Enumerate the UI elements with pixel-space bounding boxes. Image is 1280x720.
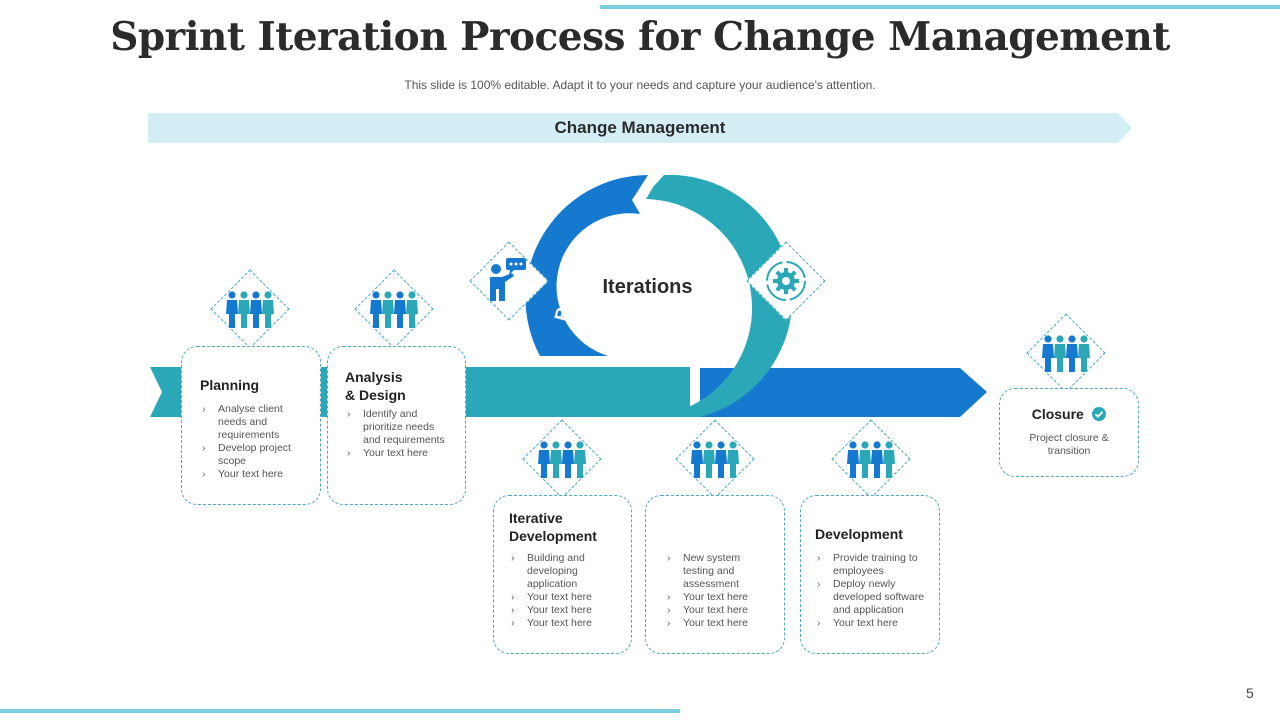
- planning-card: Planning Analyse client needs and requir…: [181, 346, 321, 505]
- people-group-icon: [691, 441, 739, 478]
- page-number: 5: [1246, 685, 1254, 701]
- list-item: Identify and prioritize needs and requir…: [345, 408, 451, 447]
- slide-title: Sprint Iteration Process for Change Mana…: [110, 14, 1170, 60]
- list-item: Your text here: [815, 617, 925, 630]
- people-group-icon: [226, 291, 274, 328]
- iterative-title-2: Development: [509, 528, 597, 544]
- top-accent-line: [600, 5, 1280, 9]
- gear-cycle-icon: [766, 261, 806, 301]
- slide-subtitle: This slide is 100% editable. Adapt it to…: [404, 78, 876, 92]
- check-circle-icon: [1092, 407, 1107, 421]
- closure-card: Closure Project closure & transition: [999, 388, 1139, 477]
- list-item: Deploy newly developed software and appl…: [815, 578, 925, 617]
- list-item: Your text here: [665, 591, 768, 604]
- analysis-card: Analysis & Design Identify and prioritiz…: [327, 346, 466, 505]
- list-item: Analyse client needs and requirements: [200, 403, 310, 442]
- iterations-center-label: Iterations: [602, 276, 693, 298]
- build-arc: [640, 174, 793, 418]
- list-item: Develop project scope: [200, 442, 310, 468]
- presenter-chat-icon: [490, 258, 526, 301]
- list-item: Your text here: [665, 604, 768, 617]
- list-item: Your text here: [665, 617, 768, 630]
- bottom-accent-line: [0, 709, 680, 713]
- people-group-icon: [538, 441, 586, 478]
- analysis-title-1: Analysis: [345, 369, 403, 385]
- analysis-title-2: & Design: [345, 387, 406, 403]
- people-group-icon: [370, 291, 418, 328]
- banner-arrow: [148, 113, 1132, 143]
- list-item: Your text here: [345, 447, 451, 460]
- list-item: New system testing and assessment: [665, 552, 768, 591]
- closure-description: Project closure & transition: [1029, 432, 1109, 457]
- list-item: Your text here: [509, 604, 615, 617]
- closure-title: Closure: [1031, 406, 1084, 422]
- list-item: Your text here: [200, 468, 310, 481]
- list-item: Building and developing application: [509, 552, 615, 591]
- people-group-icon: [1042, 335, 1090, 372]
- list-item: Your text here: [509, 591, 615, 604]
- review-arc: [525, 175, 648, 356]
- people-group-icon: [847, 441, 895, 478]
- iterative-title-1: Iterative: [509, 510, 563, 526]
- banner-label: Change Management: [554, 118, 726, 137]
- iterative-card: Iterative Development Building and devel…: [493, 495, 632, 654]
- development-title: Development: [815, 526, 903, 542]
- list-item: Your text here: [509, 617, 615, 630]
- testing-card: New system testing and assessment Your t…: [645, 495, 785, 654]
- list-item: Provide training to employees: [815, 552, 925, 578]
- planning-title: Planning: [200, 377, 260, 393]
- development-card: Development Provide training to employee…: [800, 495, 940, 654]
- blue-flow-arrow: [700, 368, 987, 417]
